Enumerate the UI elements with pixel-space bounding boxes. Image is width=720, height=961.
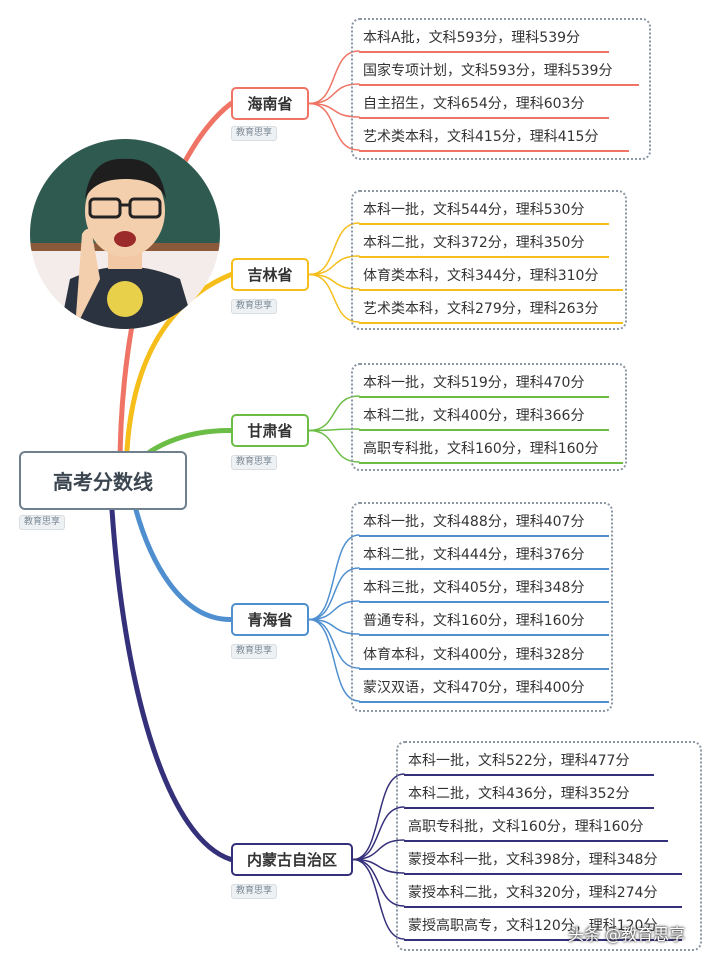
- score-item: 本科二批，文科436分，理科352分: [404, 784, 654, 809]
- watermark: 头条 @教育思享: [568, 925, 686, 944]
- score-item: 普通专科，文科160分，理科160分: [359, 611, 609, 636]
- root-tag: 教育思享: [19, 515, 66, 530]
- branch-line-4: [109, 507, 234, 862]
- province-node: 青海省: [231, 603, 309, 636]
- branch-line-3: [133, 507, 234, 623]
- branch-line-1: [123, 272, 234, 483]
- score-item: 本科一批，文科488分，理科407分: [359, 512, 609, 537]
- score-group: [396, 741, 702, 951]
- province-tag: 教育思享: [231, 455, 278, 470]
- score-item: 体育本科，文科400分，理科328分: [359, 645, 609, 670]
- leaf-link: [352, 858, 405, 907]
- province-name: 海南省: [247, 95, 293, 113]
- score-item: 蒙授本科二批，文科320分，理科274分: [404, 883, 682, 908]
- leaf-link: [352, 773, 405, 861]
- province-node: 海南省: [231, 87, 309, 120]
- score-item: 艺术类本科，文科415分，理科415分: [359, 127, 629, 152]
- leaf-link: [308, 567, 360, 621]
- province-name: 吉林省: [247, 266, 293, 284]
- score-item: 蒙授本科一批，文科398分，理科348分: [404, 850, 682, 875]
- province-name: 内蒙古自治区: [246, 851, 337, 869]
- score-item: 本科A批，文科593分，理科539分: [359, 28, 609, 53]
- score-item: 本科一批，文科544分，理科530分: [359, 200, 609, 225]
- score-item: 艺术类本科，文科279分，理科263分: [359, 299, 623, 324]
- score-item: 体育类本科，文科344分，理科310分: [359, 266, 623, 291]
- leaf-link: [308, 273, 360, 323]
- province-node: 甘肃省: [231, 414, 309, 447]
- score-item: 高职专科批，文科160分，理科160分: [404, 817, 668, 842]
- score-item: 本科二批，文科444分，理科376分: [359, 545, 609, 570]
- score-item: 高职专科批，文科160分，理科160分: [359, 439, 623, 464]
- score-item: 国家专项计划，文科593分，理科539分: [359, 61, 639, 86]
- score-group: [351, 502, 613, 712]
- teacher-avatar: [30, 139, 220, 329]
- score-item: 本科二批，文科400分，理科366分: [359, 406, 609, 431]
- root-title: 高考分数线: [53, 470, 153, 494]
- province-tag: 教育思享: [231, 644, 278, 659]
- leaf-link: [308, 102, 360, 151]
- score-item: 自主招生，文科654分，理科603分: [359, 94, 609, 119]
- root-node: 高考分数线: [19, 451, 187, 510]
- province-tag: 教育思享: [231, 884, 278, 899]
- score-group: [351, 190, 627, 330]
- leaf-link: [308, 534, 360, 621]
- score-item: 蒙汉双语，文科470分，理科400分: [359, 678, 609, 703]
- score-item: 本科一批，文科519分，理科470分: [359, 373, 609, 398]
- score-item: 蒙授高职高专，文科120分，理科120分: [404, 916, 682, 941]
- score-item: 本科二批，文科372分，理科350分: [359, 233, 609, 258]
- score-group: [351, 18, 651, 160]
- province-tag: 教育思享: [231, 126, 278, 141]
- score-item: 本科三批，文科405分，理科348分: [359, 578, 609, 603]
- leaf-link: [308, 222, 360, 276]
- province-name: 青海省: [247, 611, 293, 629]
- leaf-link: [308, 50, 360, 105]
- leaf-link: [308, 618, 360, 702]
- score-item: 本科一批，文科522分，理科477分: [404, 751, 654, 776]
- province-node: 内蒙古自治区: [231, 843, 353, 876]
- leaf-link: [352, 806, 405, 861]
- province-node: 吉林省: [231, 258, 309, 291]
- leaf-link: [352, 858, 405, 940]
- score-group: [351, 363, 627, 471]
- province-tag: 教育思享: [231, 299, 278, 314]
- province-name: 甘肃省: [247, 422, 293, 440]
